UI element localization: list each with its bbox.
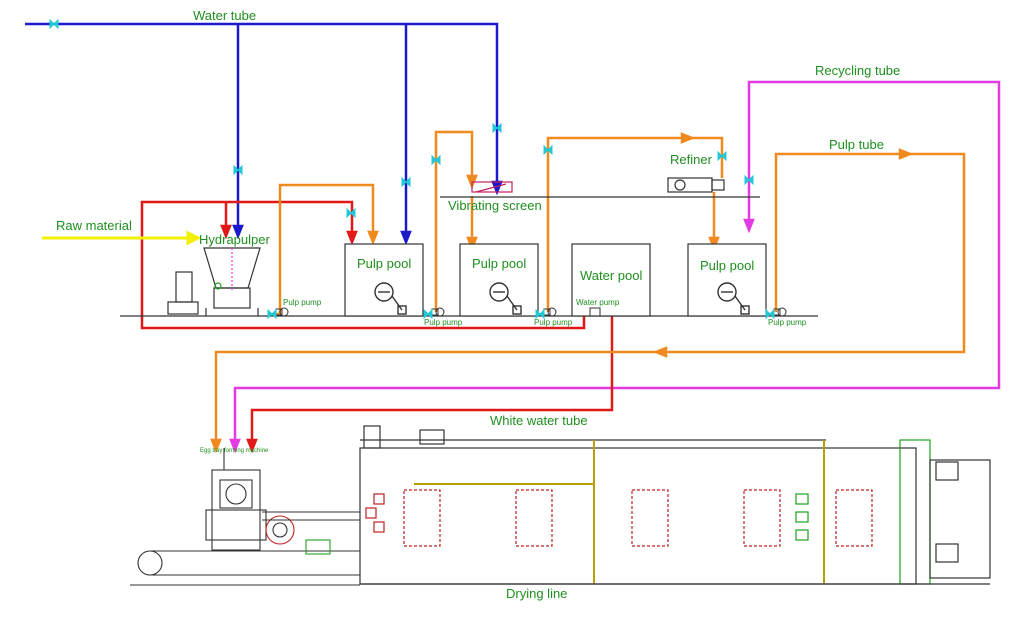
pulp-pool-2-label: Pulp pool [472,256,527,271]
pulp-pump-1-label: Pulp pump [283,298,322,307]
water-pump-label: Water pump [576,298,620,307]
water-pool-label: Water pool [580,268,643,283]
white-water-tube-label: White water tube [490,413,588,428]
egg-tray-forming-machine-label: Egg tray forming machine [200,448,269,454]
pulp-pump-2-label: Pulp pump [424,318,463,327]
hydrapulper-label: Hydrapulper [199,232,270,247]
pulp-pool-1-label: Pulp pool [357,256,412,271]
water-tube [25,22,503,246]
pool-tanks [344,243,767,317]
refiner-label: Refiner [670,152,712,167]
pulp-pump-3-label: Pulp pump [534,318,573,327]
pulp-tube-label: Pulp tube [829,137,884,152]
egg-tray-forming-machine-drawing [130,448,360,586]
drying-line-label: Drying line [506,586,568,601]
pulp-pool-1-tank [344,243,424,317]
recycling-tube-label: Recycling tube [815,63,901,78]
pulp-pool-3-label: Pulp pool [700,258,755,273]
pulp-tube [210,130,966,454]
pulp-pump-4-label: Pulp pump [768,318,807,327]
agitators [374,282,750,315]
valves [49,18,775,320]
water-pool-tank [571,243,651,317]
vibrating-screen-machine [440,181,760,198]
raw-material-label: Raw material [56,218,132,233]
water-tube-label: Water tube [193,8,257,23]
pumps [275,307,787,317]
recycling-tube [229,80,1001,454]
raw-material-feed [42,230,202,246]
drying-line-machine [359,425,991,585]
hydrapulper-machine [167,247,261,316]
refiner-machine [667,177,725,193]
pulp-pool-2-tank [459,243,539,317]
pulp-pool-3-tank [687,243,767,317]
vibrating-screen-label: Vibrating screen [448,198,542,213]
